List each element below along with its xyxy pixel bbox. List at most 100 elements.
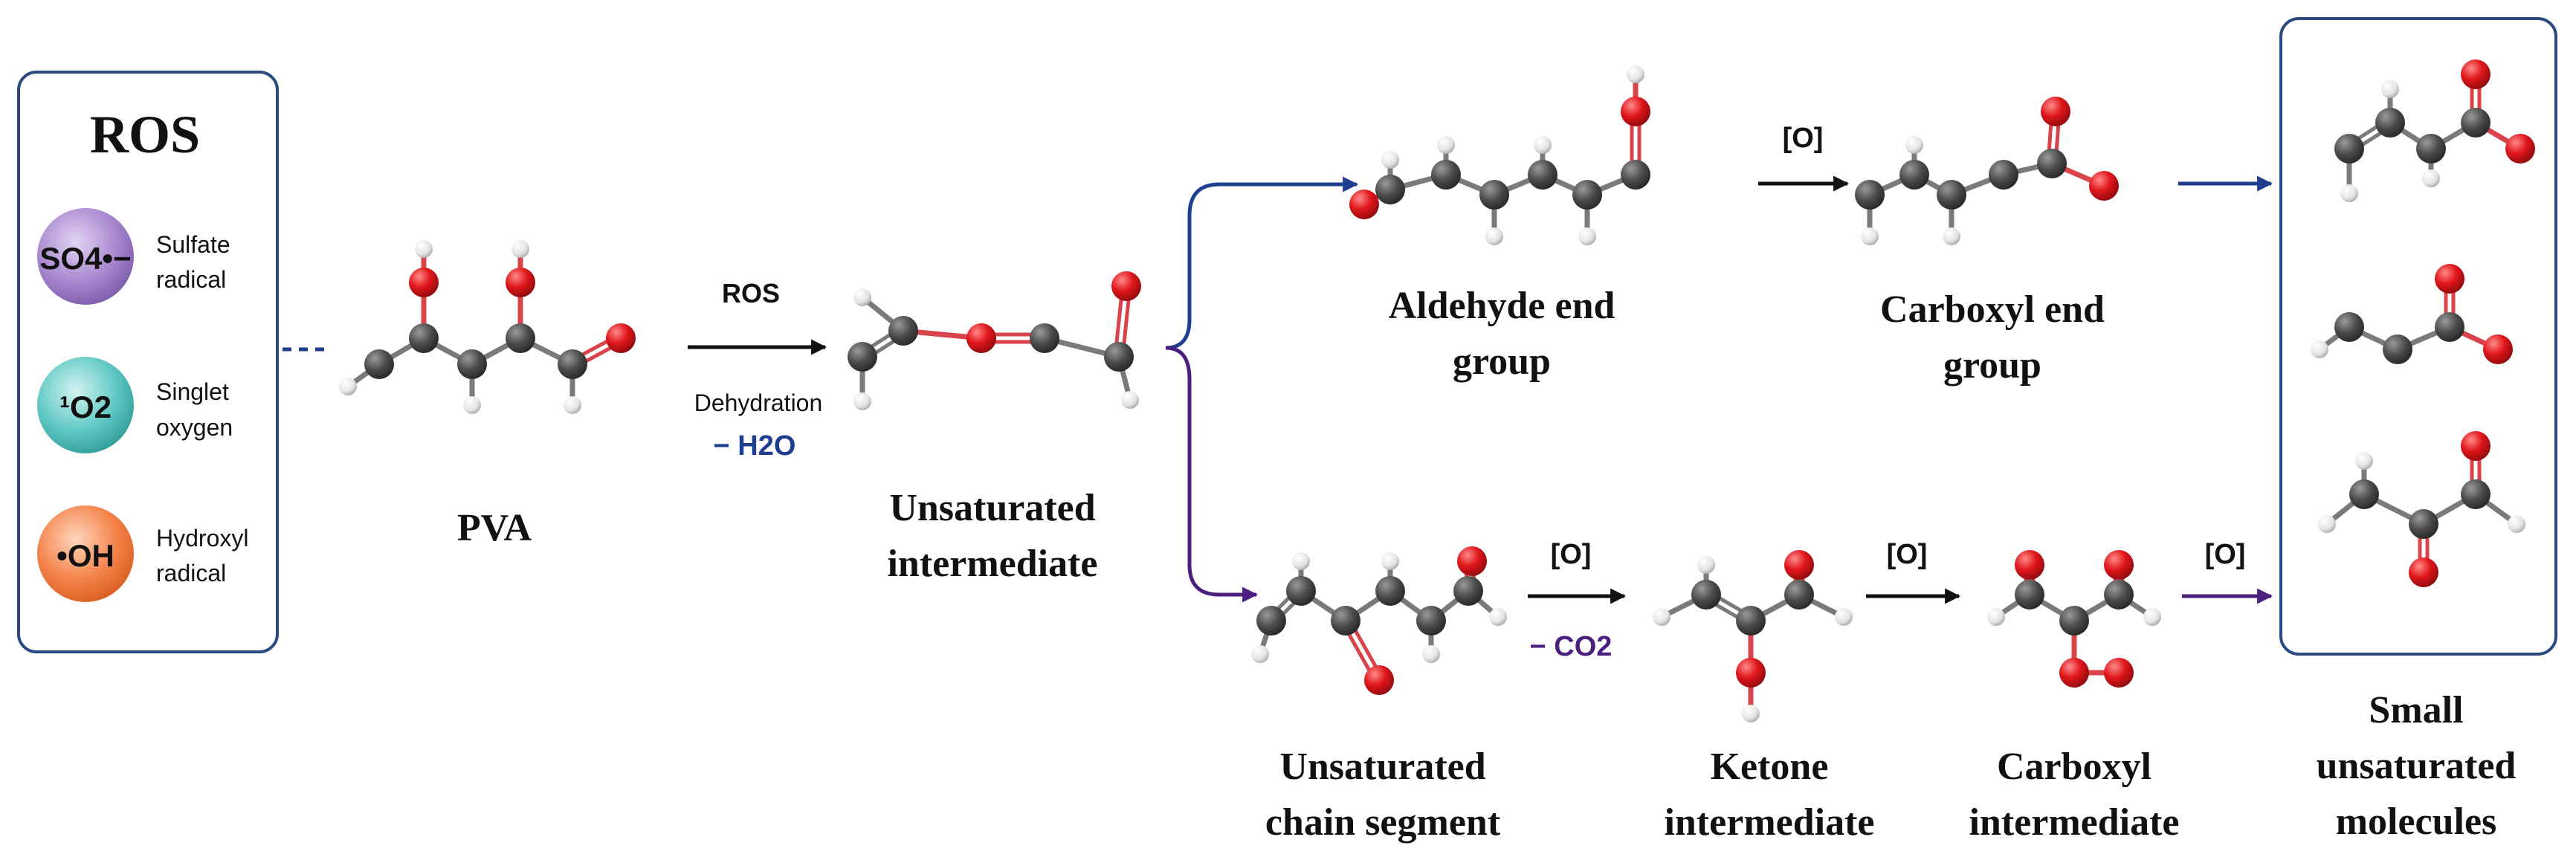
hydrogen-atom	[1292, 552, 1310, 570]
carbon-atom	[2059, 606, 2089, 636]
unsaturated-intermediate-molecule	[848, 271, 1141, 410]
ros-panel: ROS SO4•− Sulfate radical ¹O2 Singlet ox…	[17, 71, 279, 653]
hydrogen-atom	[853, 392, 871, 410]
oxygen-atom	[2505, 134, 2535, 164]
hydrogen-atom	[2143, 608, 2161, 626]
carbon-atom	[1899, 160, 1929, 190]
molecule-models	[339, 59, 2535, 722]
hydrogen-atom	[2311, 340, 2328, 358]
carboxyl-intermediate-label-line2: intermediate	[1969, 801, 2179, 844]
hydrogen-atom	[1534, 136, 1552, 154]
singlet-oxygen-ball	[37, 357, 134, 453]
step1-dehydration-label: Dehydration	[694, 389, 823, 416]
carbon-atom	[1989, 160, 2018, 190]
chain-segment-label-line2: chain segment	[1265, 801, 1501, 844]
hydrogen-atom	[511, 240, 529, 258]
ros-title: ROS	[90, 105, 200, 164]
hydrogen-atom	[1437, 136, 1455, 154]
carbon-atom	[1416, 606, 1446, 636]
products-label-line3: molecules	[2336, 801, 2497, 843]
oxygen-atom	[1349, 190, 1379, 219]
hydrogen-atom	[1489, 608, 1507, 626]
carbon-atom	[2383, 334, 2412, 364]
oxygen-atom	[1364, 665, 1394, 695]
sulfate-label-line2: radical	[156, 266, 226, 293]
carbon-atom	[1736, 606, 1766, 636]
carbon-atom	[1375, 175, 1405, 204]
carbon-atom	[2037, 149, 2067, 178]
hydrogen-atom	[1697, 556, 1715, 574]
hydrogen-atom	[1905, 136, 1923, 154]
carbon-atom	[1331, 606, 1360, 636]
carbon-atom	[2015, 580, 2044, 610]
ketone-intermediate-molecule	[1653, 550, 1853, 722]
carbon-atom	[2461, 479, 2491, 509]
oxygen-atom	[2041, 97, 2070, 126]
hydrogen-atom	[1987, 608, 2005, 626]
carbon-atom	[1286, 576, 1316, 606]
hydrogen-atom	[2340, 184, 2358, 202]
products-panel-border	[2279, 17, 2557, 656]
products-label-line1: Small	[2369, 689, 2463, 731]
oxygen-atom	[2059, 658, 2089, 688]
oxygen-atom	[2461, 59, 2491, 89]
hydrogen-atom	[1653, 608, 1670, 626]
step-a-co2-loss-label: − CO2	[1530, 631, 1613, 662]
carbon-atom	[848, 342, 877, 372]
hydrogen-atom	[1422, 645, 1440, 663]
ketone-label-line1: Ketone	[1711, 746, 1829, 788]
ketone-label-line2: intermediate	[1664, 801, 1874, 844]
hydrogen-atom	[1578, 227, 1596, 245]
oxygen-atom	[1736, 658, 1766, 688]
oxygen-atom	[2483, 334, 2513, 364]
hydroxyl-radical-ball	[37, 505, 134, 602]
top-oxidation-label: [O]	[1783, 123, 1824, 154]
carbon-atom	[2409, 509, 2438, 539]
carbon-atom	[2349, 479, 2379, 509]
singlet-label-line2: oxygen	[156, 414, 233, 441]
aldehyde-label-line1: Aldehyde end	[1389, 285, 1615, 327]
hydroxyl-radical-symbol: •OH	[57, 538, 114, 573]
pva-molecule	[339, 240, 636, 414]
hydrogen-atom	[1861, 227, 1879, 245]
product-2-molecule	[2311, 264, 2513, 364]
carbon-atom	[1104, 342, 1134, 372]
hydrogen-atom	[1381, 552, 1399, 570]
carbon-atom	[888, 316, 918, 346]
oxygen-atom	[606, 323, 636, 353]
oxygen-atom	[2104, 550, 2134, 580]
carbon-atom	[2334, 134, 2364, 164]
hydrogen-atom	[1485, 227, 1503, 245]
unsaturated-chain-segment-molecule	[1251, 546, 1507, 695]
carbon-atom	[364, 349, 394, 379]
oxygen-atom	[2015, 550, 2044, 580]
hydrogen-atom	[415, 240, 433, 258]
oxygen-atom	[506, 268, 535, 297]
oxygen-atom	[2409, 557, 2438, 587]
sulfate-radical-ball	[37, 208, 134, 305]
hydrogen-atom	[1627, 65, 1644, 83]
oxygen-atom	[1784, 550, 1814, 580]
carbon-atom	[1621, 160, 1650, 190]
hydrogen-atom	[1742, 705, 1760, 722]
unsaturated-intermediate-label-line2: intermediate	[887, 543, 1097, 585]
hydrogen-atom	[339, 378, 357, 395]
carboxyl-end-label-line1: Carboxyl end	[1880, 288, 2105, 331]
hydrogen-atom	[1251, 645, 1269, 663]
step-b-oxidation-label: [O]	[1887, 539, 1928, 570]
carbon-atom	[1937, 180, 1966, 210]
sulfate-radical-symbol: SO4•−	[39, 241, 131, 276]
carbon-atom	[457, 349, 487, 379]
carboxyl-intermediate-molecule	[1987, 550, 2161, 688]
step-a-oxidation-label: [O]	[1551, 539, 1592, 570]
carboxyl-intermediate-label-line1: Carboxyl	[1997, 746, 2151, 788]
carbon-atom	[1453, 576, 1483, 606]
carbon-atom	[1256, 606, 1286, 636]
hydrogen-atom	[2381, 80, 2399, 98]
singlet-oxygen-symbol: ¹O2	[59, 389, 112, 424]
aldehyde-end-group-molecule	[1349, 65, 1650, 245]
oxygen-atom	[2104, 658, 2134, 688]
carbon-atom	[2435, 312, 2464, 342]
singlet-label-line1: Singlet	[156, 378, 229, 405]
carbon-atom	[1855, 180, 1885, 210]
